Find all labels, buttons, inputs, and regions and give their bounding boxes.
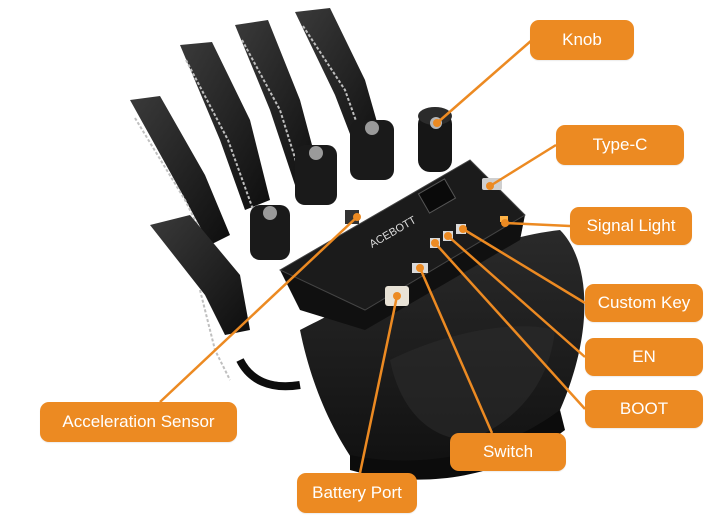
finger-ring (180, 42, 270, 216)
leader-line-knob (436, 39, 533, 124)
label-en: EN (585, 338, 703, 376)
label-battery-port: Battery Port (297, 473, 417, 513)
dot-en (444, 232, 452, 240)
leader-lines (159, 39, 586, 474)
leader-dots (353, 119, 509, 300)
knob-potentiometer (418, 107, 452, 172)
dot-acceleration-sensor (353, 213, 361, 221)
label-knob: Knob (530, 20, 634, 60)
dot-boot (431, 239, 439, 247)
dot-custom-key (459, 225, 467, 233)
label-type-c: Type-C (556, 125, 684, 165)
dot-knob (433, 119, 441, 127)
leader-line-boot (434, 242, 586, 410)
leader-line-switch (418, 267, 494, 434)
leader-line-custom-key (462, 227, 586, 305)
label-signal-light: Signal Light (570, 207, 692, 245)
leader-line-en (447, 235, 586, 358)
leader-line-battery-port (358, 295, 399, 474)
label-acceleration-sensor: Acceleration Sensor (40, 402, 237, 442)
label-custom-key: Custom Key (585, 284, 703, 322)
thumb (150, 215, 250, 381)
dot-battery-port (393, 292, 401, 300)
dot-signal-light (501, 219, 509, 227)
dot-type-c (486, 182, 494, 190)
leader-line-signal-light (504, 221, 571, 228)
dot-switch (416, 264, 424, 272)
leader-line-acceleration-sensor (159, 216, 358, 403)
label-switch: Switch (450, 433, 566, 471)
label-boot: BOOT (585, 390, 703, 428)
signal-light (500, 216, 508, 222)
leader-line-type-c (489, 143, 557, 188)
